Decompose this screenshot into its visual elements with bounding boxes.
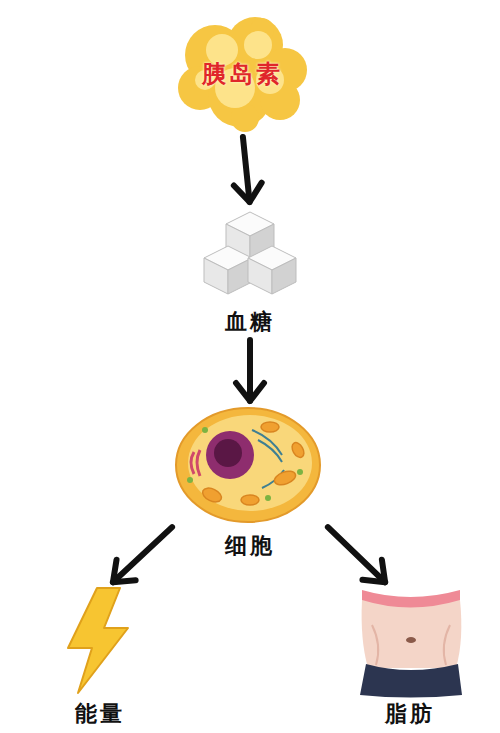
node-label: 血糖 [225, 309, 275, 334]
flow-arrow [113, 527, 172, 582]
node-label: 能量 [75, 701, 125, 726]
belly-picture [360, 590, 462, 698]
lightning-icon [68, 588, 128, 693]
node-label: 细胞 [225, 533, 275, 558]
insulin-cloud: 胰岛素 [180, 18, 305, 133]
node-label: 胰岛素 [202, 61, 283, 89]
cell-picture [176, 408, 320, 522]
fat-node: 脂肪 [355, 585, 465, 728]
flow-arrow [328, 527, 385, 582]
flow-arrow [234, 137, 262, 202]
blood-sugar-node: 血糖 [200, 206, 300, 336]
sugar-cubes [204, 212, 296, 294]
cloud-blob [178, 17, 307, 132]
node-label: 脂肪 [385, 701, 435, 726]
flow-arrow [236, 340, 264, 401]
energy-node: 能量 [50, 585, 150, 728]
cell-node: 细胞 [175, 405, 325, 560]
